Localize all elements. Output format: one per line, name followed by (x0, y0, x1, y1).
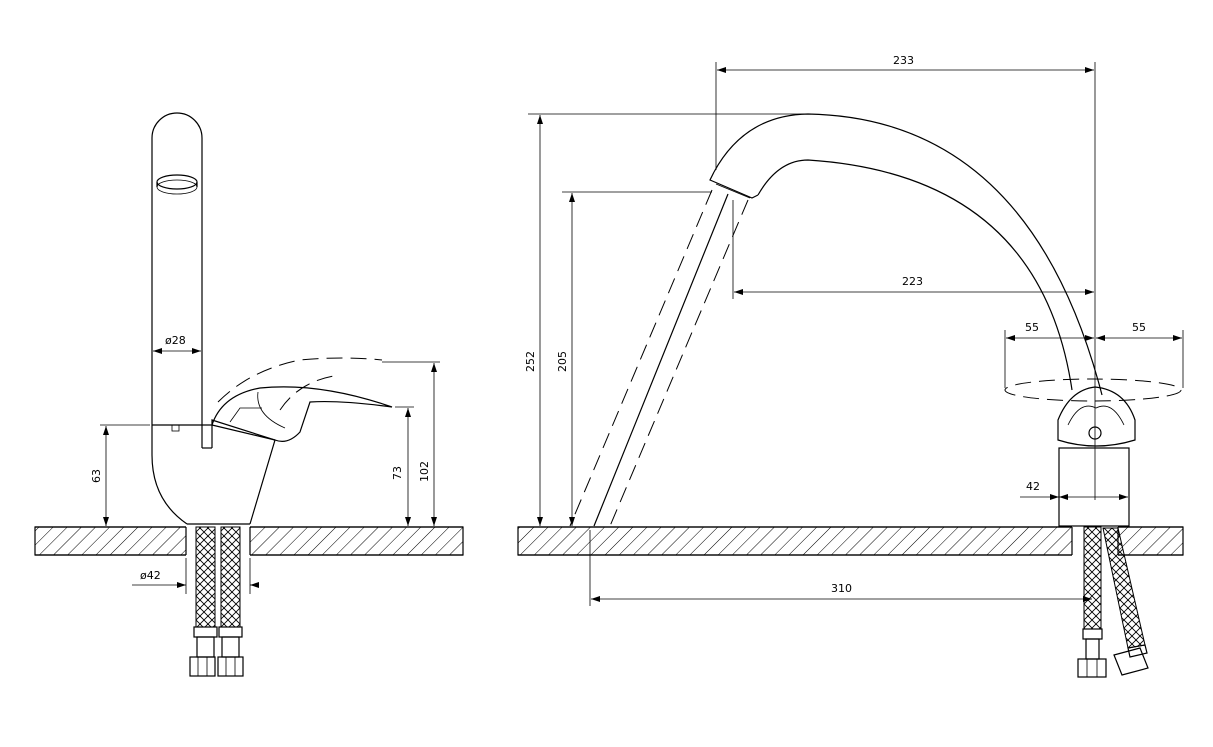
side-spout (709, 113, 1103, 396)
side-view: 233 252 205 223 55 55 (517, 54, 1184, 678)
dim-label: 310 (831, 582, 852, 595)
dim-side-reach-233: 233 (715, 54, 1096, 500)
dim-front-height-63: 63 (90, 424, 150, 526)
side-hoses (1077, 526, 1149, 678)
dim-front-height-102: 102 (382, 361, 440, 526)
dim-side-height-205: 205 (556, 191, 712, 526)
dim-label: 223 (902, 275, 923, 288)
front-view: ø28 63 73 102 ø42 (34, 112, 464, 677)
front-lever (211, 357, 393, 442)
dim-front-height-73: 73 (391, 406, 414, 526)
dim-label: ø42 (140, 569, 161, 582)
dim-label: 63 (90, 469, 103, 483)
dim-side-lever-swing: 55 55 (1004, 321, 1184, 388)
dim-side-height-252: 252 (524, 113, 805, 526)
dim-side-swing-310: 310 (589, 530, 1092, 606)
side-countertop (517, 524, 1184, 558)
front-body (151, 419, 276, 525)
dim-front-base-diameter: ø42 (132, 558, 259, 594)
dim-label: 233 (893, 54, 914, 67)
side-base (1058, 447, 1130, 527)
side-water-stream (569, 189, 749, 527)
dim-label: 252 (524, 351, 537, 372)
dim-label: 55 (1025, 321, 1039, 334)
dim-label: ø28 (165, 334, 186, 347)
front-spout (151, 112, 212, 448)
front-countertop (34, 524, 464, 558)
dim-side-base-width: 42 (1020, 480, 1128, 500)
dim-label: 73 (391, 466, 404, 480)
dim-side-reach-223: 223 (732, 200, 1094, 299)
side-handle (1004, 378, 1182, 447)
front-hoses (189, 526, 244, 677)
dim-label: 55 (1132, 321, 1146, 334)
dim-label: 102 (418, 461, 431, 482)
dim-front-spout-diameter: ø28 (153, 334, 201, 354)
dim-label: 42 (1026, 480, 1040, 493)
dim-label: 205 (556, 351, 569, 372)
